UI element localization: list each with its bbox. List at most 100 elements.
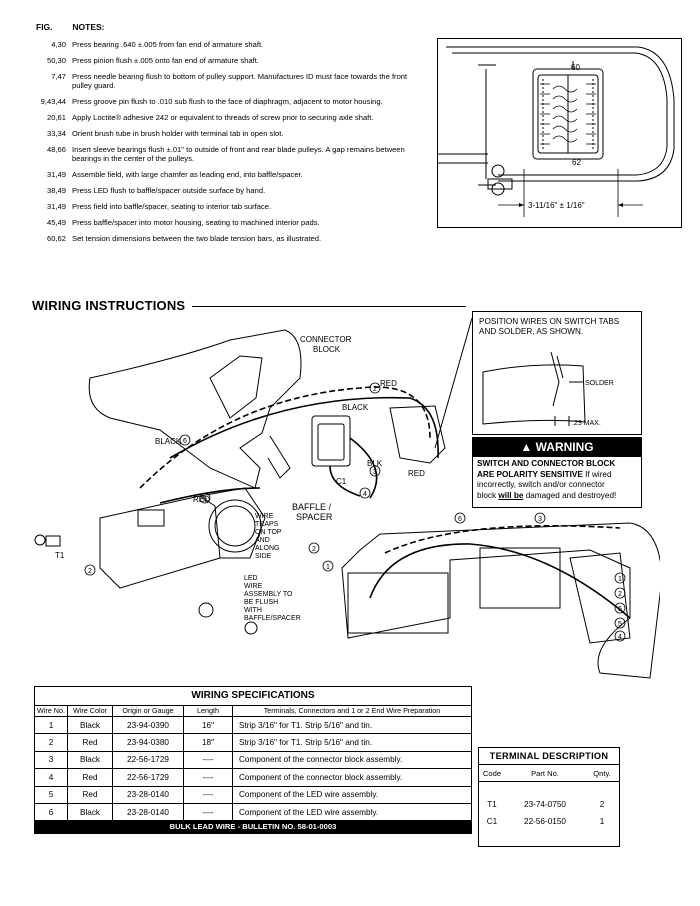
warning-body: SWITCH AND CONNECTOR BLOCK ARE POLARITY … xyxy=(473,457,641,503)
wire-number: 6 xyxy=(458,516,462,523)
housing-outline xyxy=(88,329,302,489)
note-text: Press bearing .640 ±.005 from fan end of… xyxy=(72,40,264,49)
spec-footer: BULK LEAD WIRE - BULLETIN NO. 58-01-0003 xyxy=(35,821,471,834)
solder-label: SOLDER xyxy=(585,380,614,387)
svg-text:BAFFLE/SPACER: BAFFLE/SPACER xyxy=(244,615,301,622)
saw-body-drawing xyxy=(341,522,660,679)
table-cell: Black xyxy=(67,751,113,770)
note-fig: 31,49 xyxy=(46,202,66,211)
title-rule xyxy=(192,306,466,307)
table-cell: Red xyxy=(67,786,113,804)
fig-column-header: FIG. xyxy=(36,22,53,32)
wiring-instructions-title: WIRING INSTRUCTIONS xyxy=(32,298,186,313)
table-cell: Strip 3/16" for T1. Strip 5/16" and tin. xyxy=(232,733,471,752)
table-cell: 2 xyxy=(599,800,605,809)
note-fig: 33,34 xyxy=(46,129,66,138)
note-text: Press groove pin flush to .010 sub flush… xyxy=(72,97,383,106)
label-62: 62 xyxy=(572,158,581,167)
wire-number: 5 xyxy=(618,621,622,628)
wire-number: 5 xyxy=(203,496,207,503)
note-text: Apply Loctite® adhesive 242 or equivalen… xyxy=(72,113,374,122)
warning-text: If wired xyxy=(582,469,612,479)
connector-block-label-1: CONNECTOR xyxy=(300,335,352,344)
table-cell: 22-56-1729 xyxy=(112,768,184,787)
warning-emphasis: will be xyxy=(498,490,524,500)
connector-block-drawing xyxy=(311,415,351,467)
notes-list: 4,30 Press bearing .640 ±.005 from fan en… xyxy=(18,40,418,250)
table-cell: Component of the LED wire assembly. xyxy=(232,803,471,822)
max-label: .23 MAX. xyxy=(572,420,601,427)
svg-text:BE FLUSH: BE FLUSH xyxy=(244,599,278,606)
table-cell: Red xyxy=(67,768,113,787)
wire-number: 2 xyxy=(373,386,377,393)
wire-number: 2 xyxy=(312,546,316,553)
wire-number: 6 xyxy=(618,606,622,613)
connector-block-label-2: BLOCK xyxy=(313,345,341,354)
svg-text:TRAPS: TRAPS xyxy=(255,521,279,528)
table-cell: ---- xyxy=(183,751,233,770)
note-fig: 4,30 xyxy=(51,40,66,49)
solder-detail-drawing: SOLDER .23 MAX. xyxy=(482,351,614,427)
terminal-header: Qnty. xyxy=(585,765,619,782)
table-cell: 4 xyxy=(35,768,68,787)
warning-text: block xyxy=(477,490,499,500)
wire-number: 1 xyxy=(326,564,330,571)
table-cell: 23-74-0750 xyxy=(524,800,566,809)
table-cell: 2 xyxy=(35,733,68,752)
note-item: 4,30 Press bearing .640 ±.005 from fan en… xyxy=(18,40,418,49)
notes-header: FIG. NOTES: xyxy=(36,22,105,32)
note-fig: 50,30 xyxy=(46,56,66,65)
terminal-header-row: Code Part No. Qnty. xyxy=(479,765,619,782)
table-cell: 23-28-0140 xyxy=(112,786,184,804)
note-text: Press pinion flush ±.005 onto fan end of… xyxy=(72,56,259,65)
svg-text:WITH: WITH xyxy=(244,607,262,614)
table-cell: 1 xyxy=(599,817,605,826)
table-cell: 5 xyxy=(35,786,68,804)
table-cell: ---- xyxy=(183,803,233,822)
table-cell: ---- xyxy=(183,786,233,804)
label-led-wire: LED xyxy=(244,575,258,582)
table-cell: Red xyxy=(67,733,113,752)
label-black-top: BLACK xyxy=(342,403,369,412)
note-fig: 7,47 xyxy=(51,72,66,81)
table-cell: Component of the LED wire assembly. xyxy=(232,786,471,804)
svg-text:ALONG: ALONG xyxy=(255,545,280,552)
warning-title: WARNING xyxy=(535,440,594,454)
table-cell: C1 xyxy=(486,817,498,826)
table-cell: ---- xyxy=(183,768,233,787)
warning-line: ARE POLARITY SENSITIVE If wired xyxy=(477,470,637,481)
warning-line: block will be damaged and destroyed! xyxy=(477,491,637,502)
table-cell: Black xyxy=(67,716,113,735)
svg-text:AND: AND xyxy=(255,537,270,544)
svg-text:SIDE: SIDE xyxy=(255,553,272,560)
table-cell: 23-94-0390 xyxy=(112,716,184,735)
warning-icon: ▲ xyxy=(520,440,533,454)
note-text: Press LED flush to baffle/spacer outside… xyxy=(72,186,266,195)
terminal-header: Part No. xyxy=(505,765,585,782)
label-blk: BLK xyxy=(367,459,383,468)
table-cell: Black xyxy=(67,803,113,822)
solder-callout: POSITION WIRES ON SWITCH TABS AND SOLDER… xyxy=(472,311,642,435)
warning-line: SWITCH AND CONNECTOR BLOCK xyxy=(477,459,616,468)
wire-number: 4 xyxy=(618,634,622,641)
spec-header: Length xyxy=(183,706,233,717)
svg-text:WIRE: WIRE xyxy=(244,583,263,590)
warning-emphasis: ARE POLARITY SENSITIVE xyxy=(477,469,583,479)
table-cell: Strip 3/16" for T1. Strip 5/16" and tin. xyxy=(232,716,471,735)
label-baffle-2: SPACER xyxy=(296,512,333,522)
note-text: Set tension dimensions between the two b… xyxy=(72,234,322,243)
warning-header: ▲ WARNING xyxy=(473,438,641,457)
spec-header: Wire No. xyxy=(35,706,68,717)
warning-box: ▲ WARNING SWITCH AND CONNECTOR BLOCK ARE… xyxy=(472,437,642,508)
warning-text: damaged and destroyed! xyxy=(523,490,617,500)
